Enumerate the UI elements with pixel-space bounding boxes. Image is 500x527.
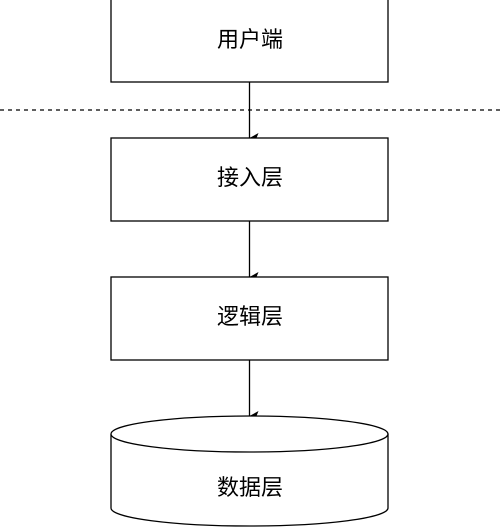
- user-layer-box: [110, 0, 389, 83]
- data-layer-label: 数据层: [216, 476, 283, 501]
- data-layer-cylinder: [110, 415, 389, 527]
- logic-layer-label: 逻辑层: [216, 305, 283, 330]
- user-layer-label: 用户端: [216, 28, 283, 53]
- logic-layer-box: [110, 276, 389, 361]
- access-layer-label: 接入层: [216, 166, 283, 191]
